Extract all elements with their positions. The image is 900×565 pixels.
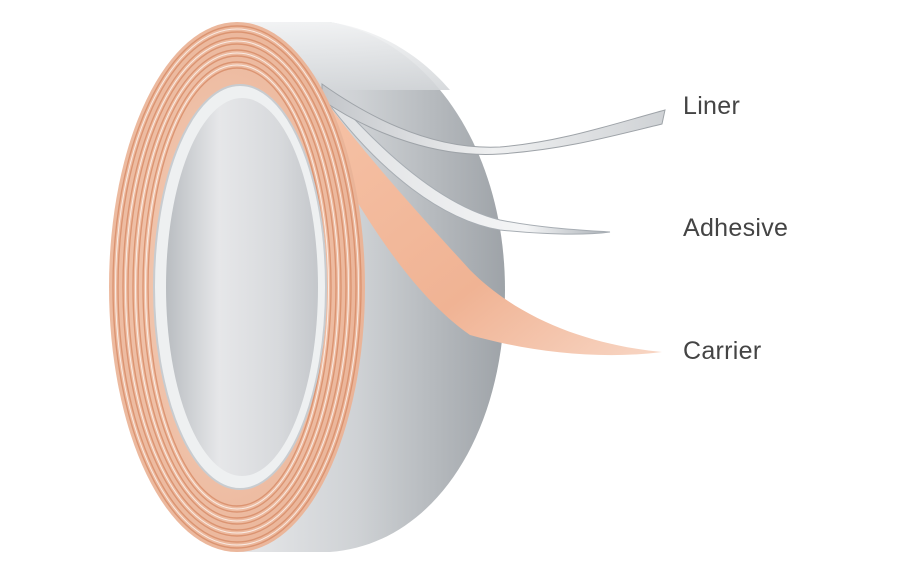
- adhesive-layer: [329, 90, 611, 235]
- carrier-label: Carrier: [683, 337, 762, 365]
- wound-layer-stripes: [112, 25, 362, 549]
- roll-inner-hole: [166, 98, 318, 476]
- carrier-layer: [318, 90, 662, 356]
- liner-layer: [321, 83, 666, 155]
- adhesive-label: Adhesive: [683, 214, 789, 242]
- roll-top-surface: [235, 22, 450, 90]
- liner-label: Liner: [683, 92, 741, 120]
